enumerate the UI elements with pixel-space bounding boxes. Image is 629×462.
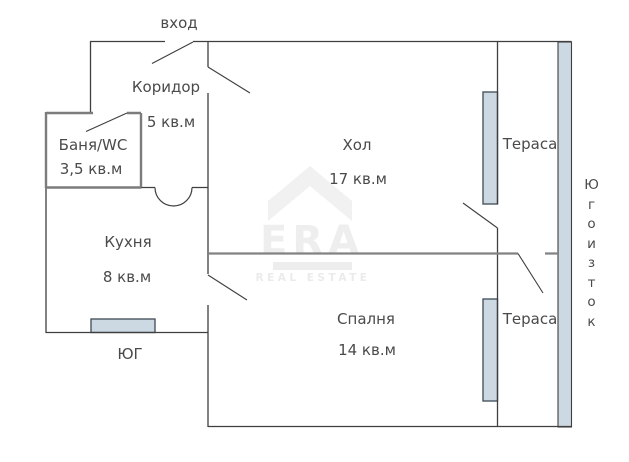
terrace-top-window xyxy=(482,91,499,205)
room-label-corridor: Коридор xyxy=(131,78,201,96)
room-label-terrace-bottom: Тераса xyxy=(502,310,558,328)
orientation-south-label: ЮГ xyxy=(117,345,143,363)
arched-opening xyxy=(154,187,193,207)
bathroom-walls xyxy=(44,111,143,189)
room-area-kitchen: 8 кв.м xyxy=(102,268,152,286)
terrace-bottom-window xyxy=(482,298,499,402)
era-roof-icon xyxy=(268,166,352,221)
room-label-kitchen: Кухня xyxy=(104,233,152,251)
door-swings xyxy=(85,41,544,301)
era-brand-text: ERA xyxy=(260,218,364,264)
entrance-label: вход xyxy=(160,14,198,32)
room-label-bedroom: Спалня xyxy=(337,310,395,328)
kitchen-window xyxy=(90,318,156,334)
room-area-bathroom: 3,5 кв.м xyxy=(59,160,123,178)
era-tagline-text: REAL ESTATE xyxy=(256,272,371,284)
era-underline-bar xyxy=(273,262,352,270)
room-area-hall: 17 кв.м xyxy=(329,170,387,188)
room-label-terrace-top: Тераса xyxy=(502,135,558,153)
room-area-bedroom: 14 кв.м xyxy=(338,341,396,359)
room-label-hall: Хол xyxy=(342,136,372,154)
terrace-glazing-strip xyxy=(557,41,573,428)
era-watermark-logo: ERA REAL ESTATE xyxy=(256,166,371,284)
room-label-bathroom: Баня/WC xyxy=(58,136,128,154)
walls xyxy=(45,40,572,428)
room-area-corridor: 5 кв.м xyxy=(146,113,196,131)
